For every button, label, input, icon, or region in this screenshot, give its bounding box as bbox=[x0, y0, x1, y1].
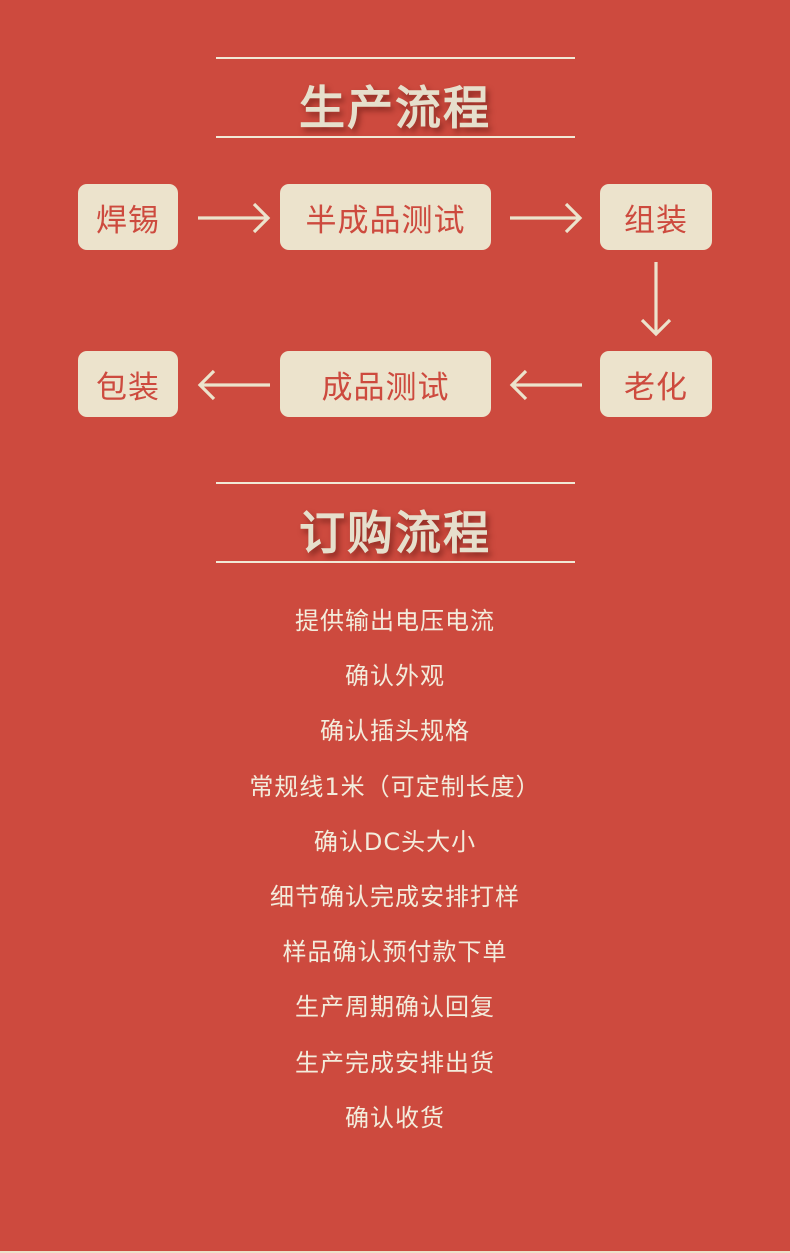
step-box-aging: 老化 bbox=[600, 351, 712, 417]
step-box-packaging: 包装 bbox=[78, 351, 178, 417]
ordering-title: 订购流程 bbox=[299, 506, 491, 560]
title-rule-bottom bbox=[216, 561, 575, 563]
ordering-step: 确认收货 bbox=[345, 1103, 445, 1132]
ordering-step: 提供输出电压电流 bbox=[295, 607, 495, 635]
arrow-down-icon bbox=[639, 262, 673, 338]
arrow-right-icon bbox=[196, 201, 272, 235]
ordering-step: 细节确认完成安排打样 bbox=[270, 882, 520, 911]
ordering-step: 确认DC头大小 bbox=[313, 827, 477, 856]
ordering-step: 样品确认预付款下单 bbox=[282, 938, 508, 967]
title-rule-bottom bbox=[216, 136, 575, 138]
step-box-semi-finished-test: 半成品测试 bbox=[280, 184, 491, 250]
title-rule-top bbox=[216, 482, 575, 484]
ordering-step: 常规线1米（可定制长度） bbox=[249, 772, 541, 801]
ordering-step: 生产完成安排出货 bbox=[295, 1048, 495, 1077]
arrow-left-icon bbox=[196, 368, 272, 402]
step-box-soldering: 焊锡 bbox=[78, 184, 178, 250]
ordering-step: 确认外观 bbox=[345, 662, 445, 691]
ordering-step: 确认插头规格 bbox=[320, 717, 470, 746]
title-rule-top bbox=[216, 57, 575, 59]
ordering-step: 生产周期确认回复 bbox=[295, 993, 495, 1022]
production-title: 生产流程 bbox=[299, 81, 491, 135]
bottom-divider bbox=[0, 1251, 790, 1253]
arrow-right-icon bbox=[508, 201, 584, 235]
step-box-assembly: 组装 bbox=[600, 184, 712, 250]
step-box-finished-test: 成品测试 bbox=[280, 351, 491, 417]
ordering-steps-list: 提供输出电压电流 确认外观 确认插头规格 常规线1米（可定制长度） 确认DC头大… bbox=[0, 598, 790, 1150]
arrow-left-icon bbox=[508, 368, 584, 402]
